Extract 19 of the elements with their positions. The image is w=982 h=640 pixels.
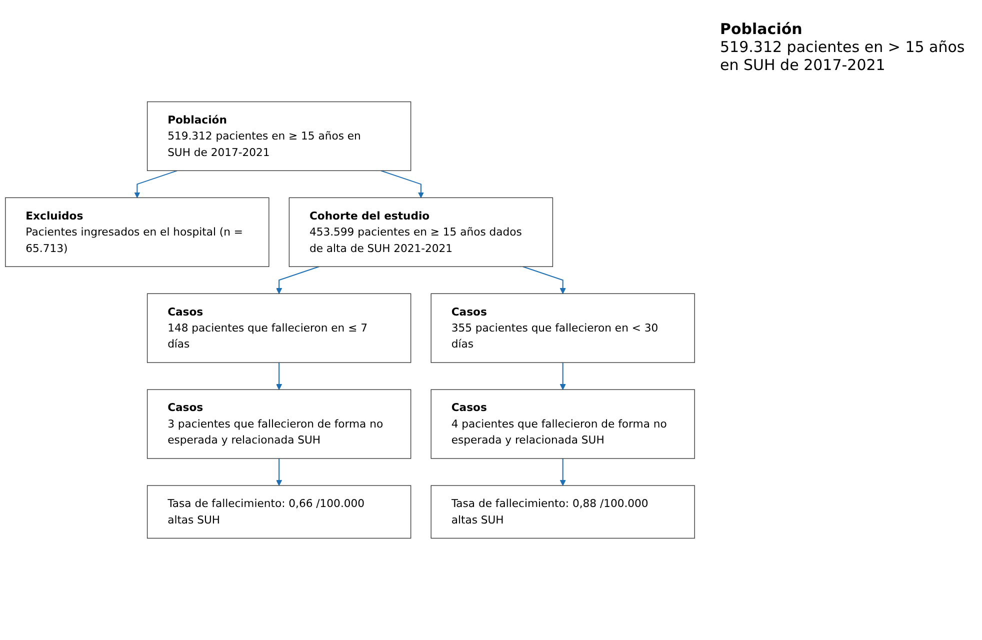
arrow [380,170,424,198]
node-box: Población 519.312 pacientes en ≥ 15 años en SUH de 2017-2021 [146,101,412,172]
node-box: Casos 148 pacientes que fallecieron en ≤ 7 días [146,293,412,363]
arrow [522,266,566,294]
node-box: Cohorte del estudio 453.599 pacientes en ≥ 15 años dados de alta de SUH 2021-2021 [288,197,554,267]
node-box: Tasa de fallecimiento: 0,88 /100.000 altas SUH [430,485,695,539]
node-box: Tasa de fallecimiento: 0,66 /100.000 altas SUH [146,485,412,539]
arrow [276,362,282,390]
node-box: Casos 3 pacientes que fallecieron de forma no esperada y relacionada SUH [146,389,412,459]
arrow [134,170,178,198]
node-box: Casos 4 pacientes que fallecieron de forma no esperada y relacionada SUH [430,389,695,459]
note-text: 519.312 pacientes en > 15 años en SUH de 2017-2021 [720,38,966,74]
arrow [276,458,282,486]
heading-text: Población [720,20,804,38]
node-box: Casos 355 pacientes que fallecieron en < 30 días [430,293,695,363]
arrow [560,458,566,486]
arrow [276,266,320,294]
node-box: Excluidos Pacientes ingresados en el hospital (n = 65.713) [5,197,270,267]
arrow [560,362,566,390]
